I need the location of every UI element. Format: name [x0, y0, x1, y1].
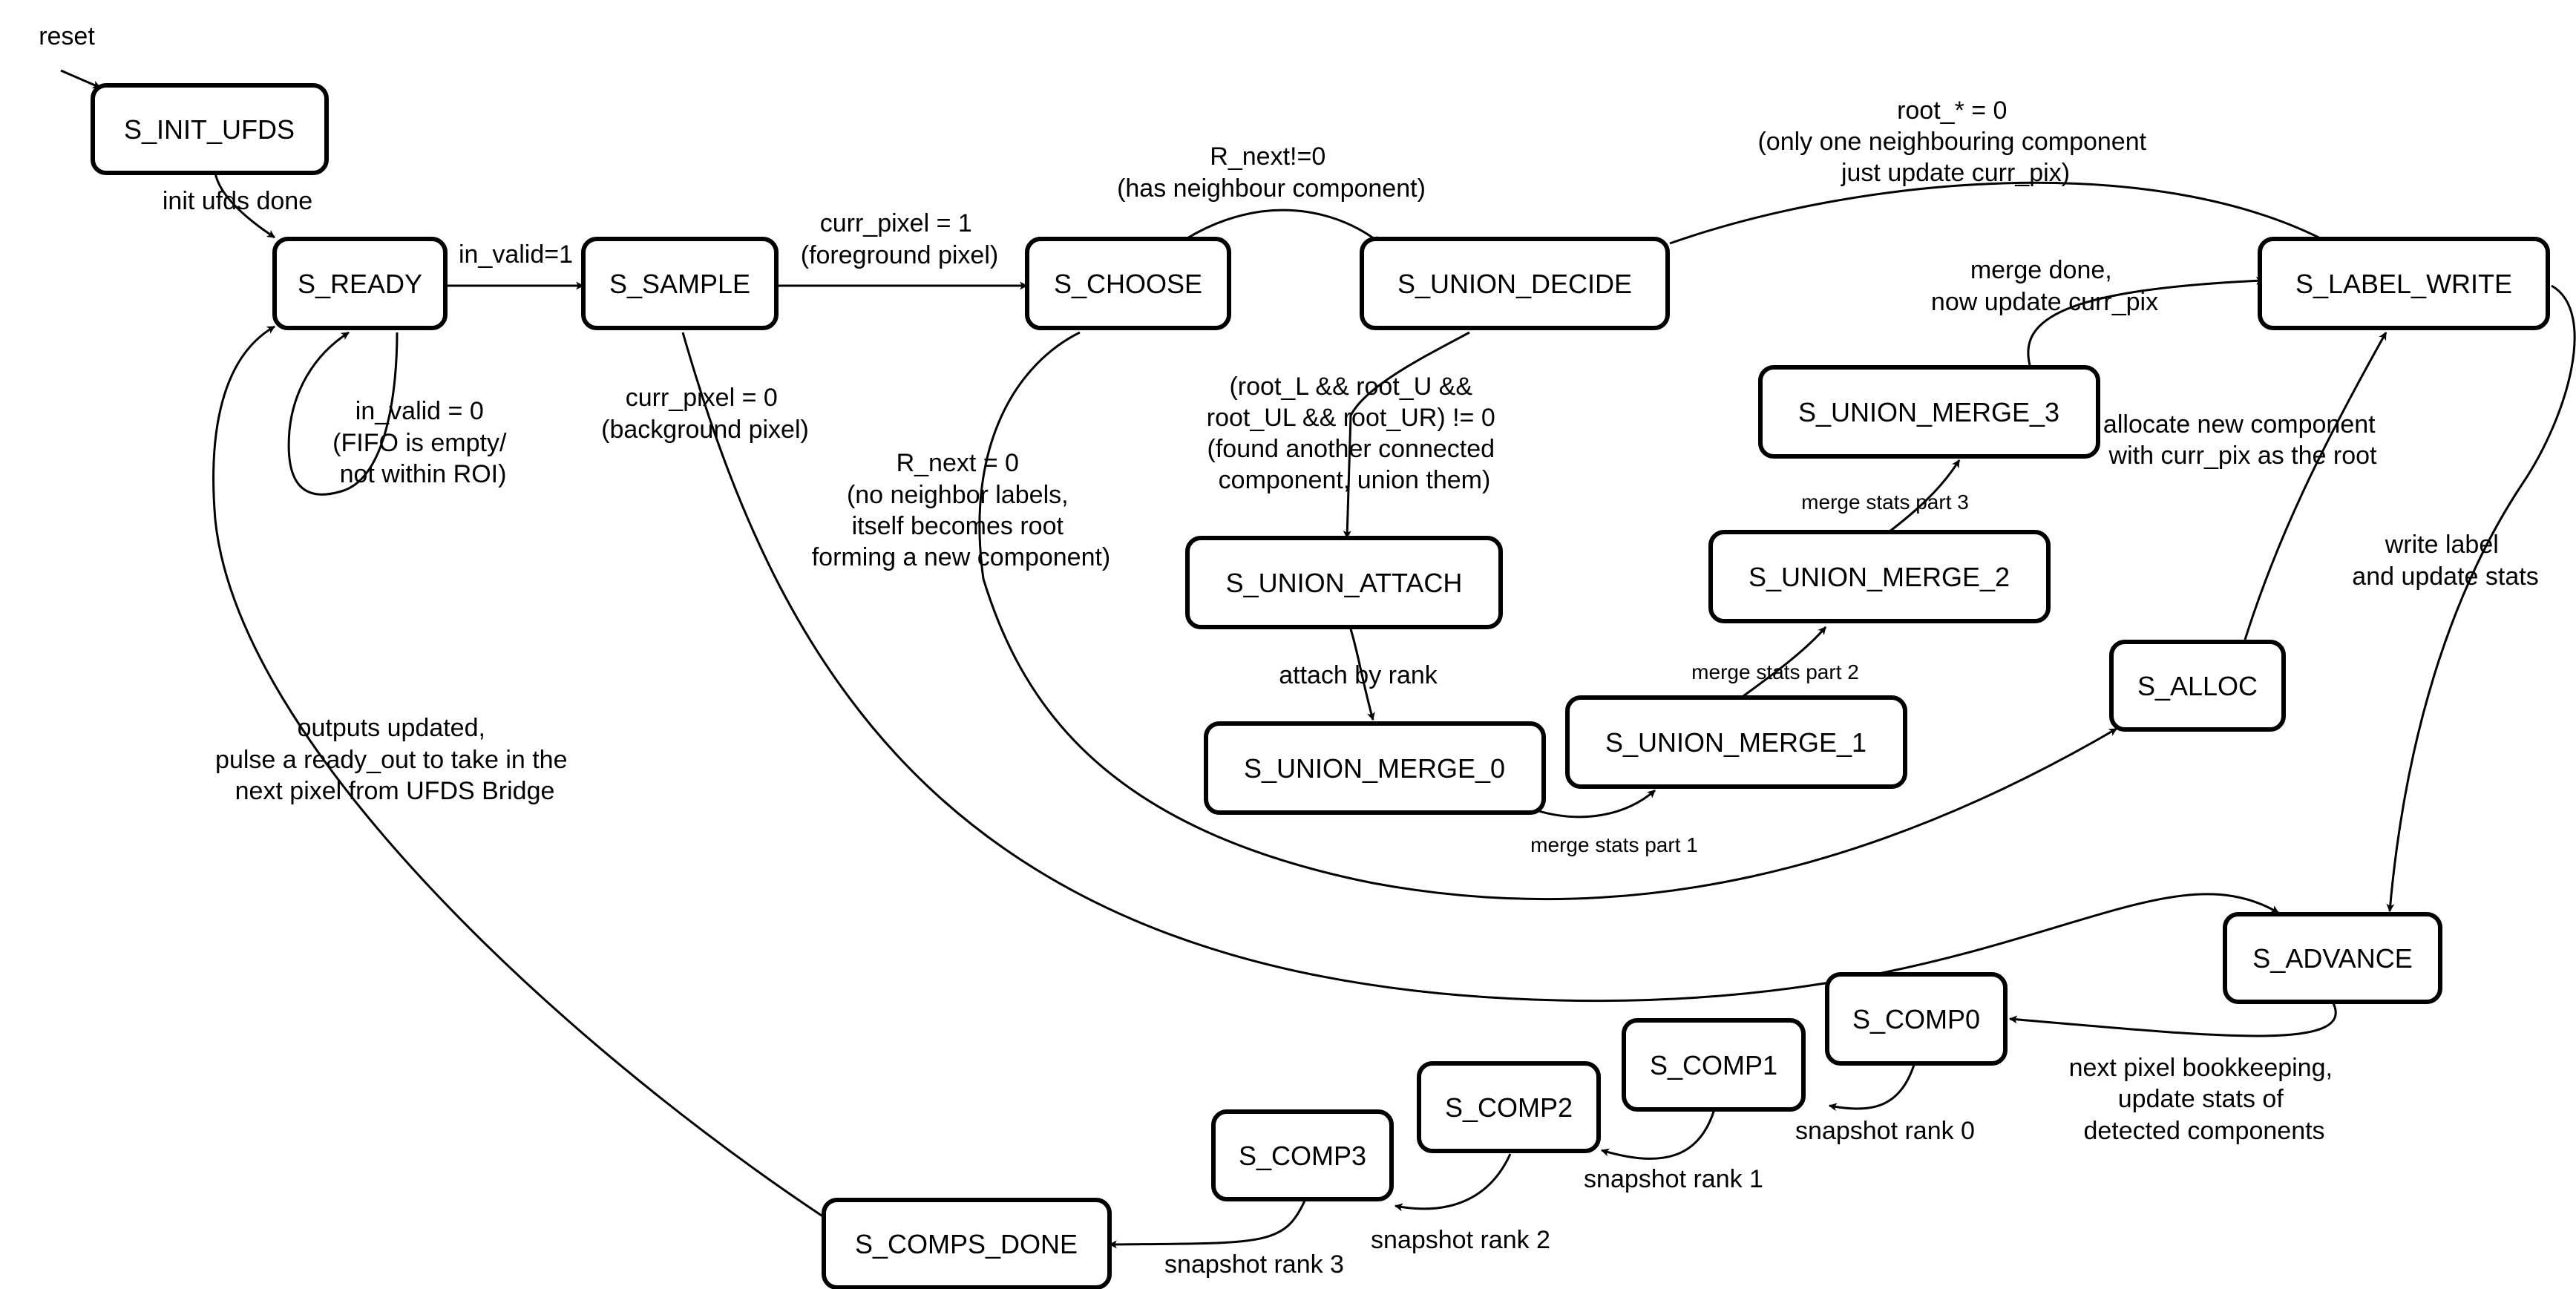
label-merge-part-1: merge stats part 1 — [1530, 833, 1698, 856]
label-root-zero: root_* = 0 (only one neighbouring compon… — [1757, 96, 2153, 187]
edge-comp0-to-comp1 — [1828, 1062, 1916, 1112]
state-label: S_SAMPLE — [609, 269, 750, 299]
label-outputs-updated: outputs updated, pulse a ready_out to ta… — [215, 714, 574, 805]
label-merge-done: merge done, now update curr_pix — [1931, 256, 2158, 316]
label-allocate-new: allocate new component with curr_pix as … — [2103, 410, 2382, 470]
state-label: S_ALLOC — [2137, 671, 2258, 701]
edge-comps-done-to-ready — [212, 325, 825, 1219]
label-snapshot-rank-3: snapshot rank 3 — [1164, 1250, 1344, 1279]
state-s-comp0: S_COMP0 — [1825, 972, 2008, 1066]
label-merge-part-2: merge stats part 2 — [1691, 660, 1859, 683]
label-r-next-zero: R_next = 0 (no neighbor labels, itself b… — [812, 449, 1111, 571]
label-attach-by-rank: attach by rank — [1279, 661, 1438, 689]
label-snapshot-rank-0: snapshot rank 0 — [1795, 1117, 1975, 1145]
edge-union-decide-to-label-write — [1669, 181, 2331, 245]
label-background-pixel: curr_pixel = 0 (background pixel) — [601, 384, 809, 444]
state-s-comps-done: S_COMPS_DONE — [822, 1198, 1112, 1289]
state-s-sample: S_SAMPLE — [581, 237, 779, 330]
state-label: S_COMP3 — [1239, 1141, 1366, 1171]
state-s-comp1: S_COMP1 — [1622, 1018, 1806, 1112]
edge-alloc-to-label-write — [2244, 332, 2387, 640]
label-write-label: write label and update stats — [2352, 531, 2538, 591]
state-s-union-merge-3: S_UNION_MERGE_3 — [1758, 365, 2100, 459]
state-s-advance: S_ADVANCE — [2223, 912, 2442, 1004]
label-reset: reset — [39, 22, 95, 50]
label-in-valid-0: in_valid = 0 (FIFO is empty/ not within … — [332, 397, 514, 488]
state-label: S_COMP0 — [1852, 1004, 1980, 1034]
edge-merge0-to-merge1 — [1536, 789, 1656, 819]
edge-choose-to-union-decide — [1185, 209, 1381, 245]
edge-comp1-to-comp2 — [1600, 1109, 1716, 1160]
edge-ready-self-loop — [287, 331, 399, 496]
edge-label-write-to-advance — [2386, 284, 2576, 913]
state-label: S_INIT_UFDS — [124, 114, 295, 145]
edge-merge3-to-label-write — [2027, 276, 2265, 366]
state-s-union-merge-0: S_UNION_MERGE_0 — [1204, 721, 1546, 815]
state-s-ready: S_READY — [272, 237, 448, 330]
label-snapshot-rank-1: snapshot rank 1 — [1584, 1165, 1763, 1193]
state-s-union-merge-1: S_UNION_MERGE_1 — [1565, 695, 1907, 789]
state-s-union-attach: S_UNION_ATTACH — [1185, 536, 1503, 629]
state-label: S_COMP2 — [1445, 1092, 1573, 1123]
label-in-valid-1: in_valid=1 — [459, 240, 573, 269]
state-label: S_UNION_DECIDE — [1397, 269, 1632, 299]
edge-init-to-ready — [214, 172, 275, 239]
reset-arrow — [60, 69, 102, 89]
edge-advance-to-comp0 — [2008, 1001, 2337, 1037]
edge-choose-to-alloc — [978, 331, 2117, 901]
label-next-pixel: next pixel bookkeeping, update stats of … — [2069, 1054, 2340, 1145]
label-snapshot-rank-2: snapshot rank 2 — [1371, 1226, 1550, 1254]
state-s-comp2: S_COMP2 — [1417, 1061, 1601, 1153]
state-label: S_UNION_MERGE_0 — [1244, 753, 1505, 784]
state-s-comp3: S_COMP3 — [1211, 1109, 1394, 1201]
state-s-label-write: S_LABEL_WRITE — [2258, 237, 2550, 330]
edge-merge2-to-merge3 — [1888, 459, 1961, 534]
label-merge-part-3: merge stats part 3 — [1801, 491, 1969, 514]
state-s-init-ufds: S_INIT_UFDS — [91, 83, 329, 175]
state-label: S_UNION_MERGE_1 — [1605, 727, 1867, 758]
state-s-union-merge-2: S_UNION_MERGE_2 — [1708, 530, 2051, 623]
state-s-union-decide: S_UNION_DECIDE — [1360, 237, 1670, 330]
state-label: S_COMP1 — [1650, 1050, 1777, 1080]
label-r-next-nonzero: R_next!=0 (has neighbour component) — [1117, 142, 1426, 203]
edge-merge1-to-merge2 — [1740, 626, 1827, 700]
state-label: S_UNION_MERGE_2 — [1749, 562, 2010, 592]
state-label: S_LABEL_WRITE — [2295, 269, 2512, 299]
label-init-done: init ufds done — [163, 187, 312, 215]
edge-union-decide-to-attach — [1343, 331, 1470, 539]
state-label: S_UNION_ATTACH — [1226, 568, 1463, 598]
label-union-found: (root_L && root_U && root_UL && root_UR)… — [1207, 373, 1502, 494]
edge-attach-to-merge0 — [1349, 629, 1375, 721]
state-label: S_ADVANCE — [2252, 943, 2412, 974]
state-label: S_UNION_MERGE_3 — [1798, 397, 2059, 427]
edge-comp2-to-comp3 — [1394, 1153, 1512, 1212]
state-label: S_READY — [298, 269, 422, 299]
edge-comp3-to-comps-done — [1108, 1200, 1306, 1249]
state-label: S_COMPS_DONE — [855, 1229, 1078, 1259]
state-s-choose: S_CHOOSE — [1025, 237, 1231, 330]
state-label: S_CHOOSE — [1054, 269, 1202, 299]
label-foreground-pixel: curr_pixel = 1 (foreground pixel) — [801, 209, 998, 269]
edge-sample-to-advance — [681, 332, 2279, 1003]
state-s-alloc: S_ALLOC — [2109, 640, 2286, 732]
